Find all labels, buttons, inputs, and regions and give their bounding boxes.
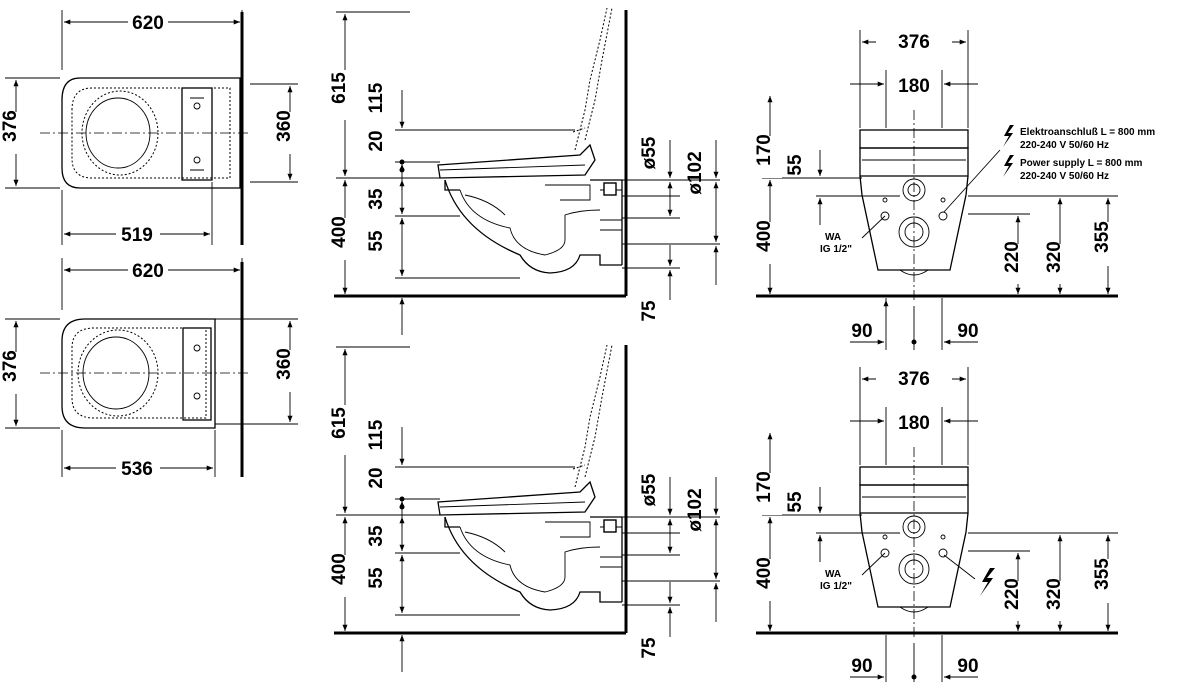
- dim-top2-depth: 376: [0, 350, 21, 382]
- dim-front2-376: 376: [898, 369, 930, 390]
- dim-side2-d55: ø55: [639, 473, 660, 506]
- dim-side2-75: 75: [639, 637, 660, 659]
- lightning-icon: [980, 568, 995, 596]
- dim-side2-400: 400: [329, 553, 350, 585]
- dim-front1-376: 376: [898, 32, 930, 53]
- dim-front1-320: 320: [1044, 241, 1065, 273]
- dim-front1-left90: 90: [851, 321, 872, 342]
- dim-front2-220: 220: [1002, 578, 1023, 610]
- dim-front2-right90: 90: [957, 656, 978, 677]
- dim-front2-170: 170: [754, 471, 775, 503]
- dim-front2-55: 55: [785, 491, 806, 513]
- dim-side2-55: 55: [366, 567, 387, 589]
- dim-top2-width: 620: [132, 261, 164, 282]
- dim-side1-75: 75: [639, 300, 660, 322]
- lightning-icon: [1003, 125, 1014, 147]
- dim-side2-115: 115: [366, 419, 387, 450]
- dim-front1-400: 400: [754, 220, 775, 252]
- dim-front2-180: 180: [898, 413, 930, 434]
- dim-front2-400: 400: [754, 557, 775, 589]
- dim-front1-220: 220: [1002, 241, 1023, 273]
- dim-top2-length: 536: [121, 459, 153, 480]
- dim-side2-d102: ø102: [685, 488, 706, 531]
- top-view-lower: [5, 258, 298, 477]
- side-view-upper: [334, 7, 720, 335]
- power-note-de-2: 220-240 V 50/60 Hz: [1020, 140, 1109, 151]
- front-view-upper: [756, 30, 1118, 350]
- dim-front1-180: 180: [898, 76, 930, 97]
- wa-thread-2: IG 1/2": [820, 581, 852, 592]
- dim-front2-355: 355: [1092, 558, 1113, 590]
- top-view-upper: [5, 10, 298, 245]
- dim-side1-400: 400: [329, 216, 350, 248]
- side-view-lower: [334, 344, 720, 672]
- dim-front1-355: 355: [1092, 221, 1113, 253]
- dim-side2-20: 20: [366, 467, 387, 488]
- dim-front2-left90: 90: [851, 656, 872, 677]
- dim-side1-d55: ø55: [639, 136, 660, 169]
- dim-side2-615: 615: [329, 407, 350, 439]
- dim-top2-fix: 360: [274, 348, 295, 380]
- dim-front1-right90: 90: [957, 321, 978, 342]
- lightning-icon: [1003, 155, 1014, 177]
- dim-top1-length: 519: [121, 225, 153, 246]
- dim-top1-depth: 376: [0, 110, 21, 142]
- dim-side1-615: 615: [329, 72, 350, 104]
- dim-side1-35: 35: [366, 188, 387, 210]
- front-view-lower: [756, 367, 1118, 682]
- dim-side1-55: 55: [366, 230, 387, 252]
- dim-front1-170: 170: [754, 134, 775, 166]
- dim-front2-320: 320: [1044, 578, 1065, 610]
- power-note-de-1: Elektroanschluß L = 800 mm: [1020, 127, 1155, 138]
- power-note-en-2: 220-240 V 50/60 Hz: [1020, 171, 1109, 182]
- dim-side2-35: 35: [366, 525, 387, 547]
- dim-top1-width: 620: [132, 13, 164, 34]
- dim-side1-115: 115: [366, 82, 387, 113]
- power-note-en-1: Power supply L = 800 mm: [1020, 158, 1142, 169]
- dim-top1-fix: 360: [274, 110, 295, 142]
- dim-side1-20: 20: [366, 130, 387, 151]
- wa-thread-1: IG 1/2": [820, 244, 852, 255]
- wa-label-2: WA: [825, 569, 841, 580]
- dim-side1-d102: ø102: [685, 151, 706, 194]
- wa-label-1: WA: [825, 232, 841, 243]
- dim-front1-55: 55: [785, 154, 806, 176]
